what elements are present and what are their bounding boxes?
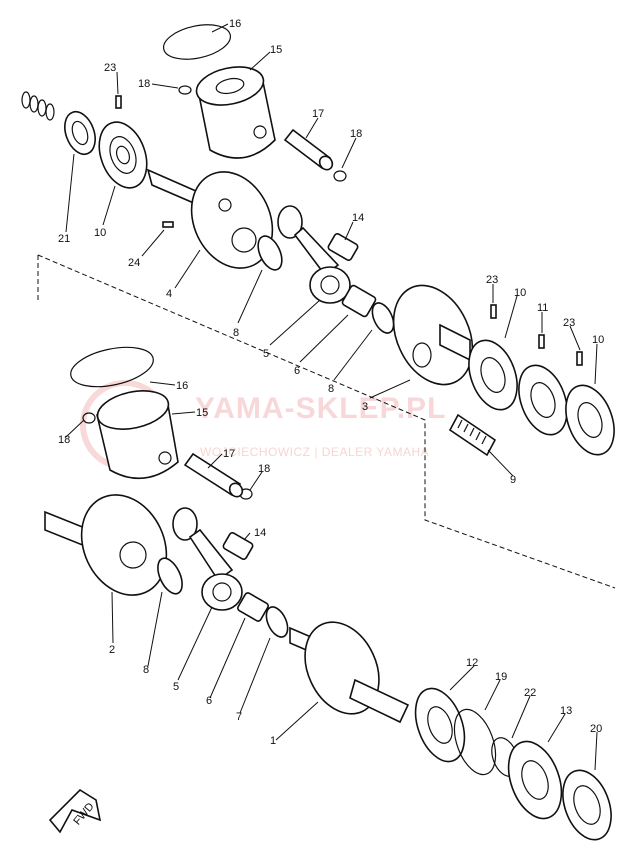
crank-half-lower-left [44, 494, 168, 596]
crank-half-right [392, 284, 474, 386]
callout-15-lower: 15 [196, 407, 208, 419]
thrust-washer-upper-b [371, 302, 395, 334]
dowel-pin-upper [115, 95, 122, 109]
callout-8-upper-a: 8 [233, 327, 239, 339]
thrust-washer-lower [157, 557, 183, 595]
piston-pin-lower [183, 452, 244, 498]
piston-ring-lower [70, 346, 154, 388]
needle-bearing-big-lower [237, 592, 269, 622]
watermark: YAMA-SKLEP.PL WOJCIECHOWICZ | DEALER YAM… [80, 380, 446, 470]
bearing-upper-left [98, 121, 148, 189]
callout-6-upper: 6 [294, 365, 300, 377]
callout-14-lower: 14 [254, 527, 266, 539]
oil-seal-20 [562, 769, 612, 841]
callout-23-upper: 23 [104, 62, 116, 74]
needle-bearing-small-upper [327, 233, 359, 261]
leader-lines [65, 23, 598, 771]
callout-18-upper-a: 18 [138, 78, 150, 90]
bearing-11 [518, 364, 568, 436]
upper-assembly [21, 24, 615, 457]
callout-11: 11 [537, 302, 548, 314]
callout-13: 13 [560, 705, 572, 717]
callout-18-lower-b: 18 [258, 463, 270, 475]
piston-upper [195, 66, 276, 159]
callout-6-lower: 6 [206, 695, 212, 707]
crank-half-upper [146, 168, 274, 269]
callout-4: 4 [166, 288, 172, 300]
callout-5-upper: 5 [263, 348, 269, 360]
shim-stack [21, 91, 55, 121]
callout-10-right: 10 [592, 334, 604, 346]
dowel-pin-right-a [538, 334, 545, 349]
callout-1: 1 [270, 735, 276, 747]
gear-shaft [448, 413, 497, 457]
callout-19: 19 [495, 671, 507, 683]
upper-group-frame [37, 254, 616, 589]
connecting-rod-upper [277, 205, 351, 304]
bearing-upper-mid [468, 339, 518, 411]
washer-7 [265, 606, 289, 638]
callout-18-lower-a: 18 [58, 434, 70, 446]
bearing-12 [414, 687, 466, 763]
callout-23-right: 23 [563, 317, 575, 329]
circlip-lower-a [82, 412, 96, 424]
piston-ring-upper [162, 24, 232, 60]
callout-21: 21 [58, 233, 70, 245]
callout-15-upper: 15 [270, 44, 282, 56]
callout-17-upper: 17 [312, 108, 324, 120]
circlip-upper-b [333, 170, 347, 182]
callout-8-lower: 8 [143, 664, 149, 676]
callout-20: 20 [590, 723, 602, 735]
dowel-pin-right-b [576, 351, 583, 366]
callout-10-upper: 10 [94, 227, 106, 239]
watermark-tagline: WOJCIECHOWICZ | DEALER YAMAHA [200, 445, 429, 459]
watermark-brand: YAMA-SKLEP.PL [195, 392, 446, 425]
needle-bearing-small-lower [222, 532, 254, 560]
callout-8-upper-b: 8 [328, 383, 334, 395]
piston-lower [96, 390, 179, 480]
callout-5-lower: 5 [173, 681, 179, 693]
callout-9: 9 [510, 474, 516, 486]
connecting-rod-lower [172, 507, 243, 611]
callout-10-mid: 10 [514, 287, 526, 299]
piston-pin-upper [283, 128, 334, 171]
callout-16-upper: 16 [229, 18, 241, 30]
crank-half-lower-right [289, 621, 410, 724]
callout-24: 24 [128, 257, 140, 269]
dowel-pin-mid [490, 304, 497, 319]
oil-seal-upper [64, 110, 96, 156]
lower-assembly [44, 346, 612, 841]
callout-labels: 16 15 23 18 17 18 21 10 24 4 14 8 5 6 8 … [58, 18, 604, 747]
callout-14-upper: 14 [352, 212, 364, 224]
forward-arrow: FWD [48, 788, 102, 834]
callout-22: 22 [524, 687, 536, 699]
callout-3: 3 [362, 401, 368, 413]
thrust-washer-upper-a [257, 235, 283, 271]
callout-12: 12 [466, 657, 478, 669]
bearing-upper-right [565, 384, 615, 456]
callout-23-mid: 23 [486, 274, 498, 286]
callout-16-lower: 16 [176, 380, 188, 392]
callout-18-upper-b: 18 [350, 128, 362, 140]
spacer-ring-19 [453, 708, 497, 776]
circlip-upper-a [178, 85, 192, 95]
callout-7: 7 [236, 711, 242, 723]
callout-2: 2 [109, 644, 115, 656]
woodruff-key [162, 221, 174, 228]
bearing-13 [507, 740, 563, 820]
needle-bearing-big-upper [341, 284, 377, 318]
callout-17-lower: 17 [223, 448, 235, 460]
